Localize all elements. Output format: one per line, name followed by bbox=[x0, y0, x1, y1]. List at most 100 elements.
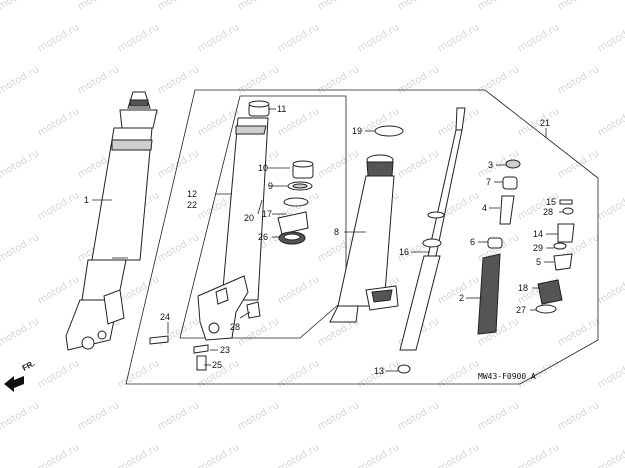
watermark-text: motod.ru bbox=[36, 442, 81, 468]
watermark-text: motod.ru bbox=[316, 0, 361, 13]
watermark-text: motod.ru bbox=[556, 400, 601, 432]
callout-2: 2 bbox=[459, 293, 464, 303]
watermark-text: motod.ru bbox=[276, 22, 321, 54]
watermark-text: motod.ru bbox=[116, 274, 161, 306]
watermark-text: motod.ru bbox=[0, 274, 1, 306]
callout-12: 12 bbox=[187, 189, 197, 199]
assembly-frame bbox=[125, 89, 599, 385]
watermark-text: motod.ru bbox=[516, 442, 561, 468]
fork-assembly-part bbox=[65, 91, 158, 351]
callout-15: 15 bbox=[546, 197, 556, 207]
watermark-text: motod.ru bbox=[316, 64, 361, 96]
watermark-text: motod.ru bbox=[0, 358, 1, 390]
arrow-icon bbox=[4, 376, 24, 392]
watermark-text: motod.ru bbox=[0, 106, 1, 138]
damper-rod-part bbox=[397, 107, 466, 374]
watermark-text: motod.ru bbox=[356, 442, 401, 468]
watermark-text: motod.ru bbox=[36, 190, 81, 222]
watermark-text: motod.ru bbox=[116, 22, 161, 54]
watermark-text: motod.ru bbox=[276, 442, 321, 468]
watermark-text: motod.ru bbox=[596, 190, 625, 222]
watermark-text: motod.ru bbox=[0, 400, 41, 432]
watermark-text: motod.ru bbox=[276, 358, 321, 390]
callout-19: 19 bbox=[352, 126, 362, 136]
bolt-parts bbox=[149, 301, 261, 371]
front-direction-indicator: FR. bbox=[4, 359, 36, 392]
watermark-text: motod.ru bbox=[236, 400, 281, 432]
callout-23: 23 bbox=[220, 345, 230, 355]
watermark-text: motod.ru bbox=[596, 106, 625, 138]
callout-10: 10 bbox=[258, 163, 268, 173]
watermark-text: motod.ru bbox=[356, 22, 401, 54]
watermark-text: motod.ru bbox=[596, 358, 625, 390]
callout-9: 9 bbox=[268, 181, 273, 191]
inner-tube-part bbox=[197, 117, 269, 341]
watermark-text: motod.ru bbox=[196, 106, 241, 138]
watermark-text: motod.ru bbox=[436, 22, 481, 54]
watermark-text: motod.ru bbox=[116, 358, 161, 390]
callout-28a: 28 bbox=[543, 207, 553, 217]
watermark-text: motod.ru bbox=[436, 358, 481, 390]
watermark-text: motod.ru bbox=[436, 442, 481, 468]
watermark-text: motod.ru bbox=[0, 316, 41, 348]
callout-8: 8 bbox=[334, 227, 339, 237]
callout-3: 3 bbox=[488, 160, 493, 170]
watermark-text: motod.ru bbox=[556, 316, 601, 348]
leader-lines bbox=[92, 108, 563, 372]
callout-13: 13 bbox=[374, 366, 384, 376]
watermark-text: motod.ru bbox=[36, 274, 81, 306]
callout-11: 11 bbox=[277, 104, 286, 114]
inner-frame bbox=[179, 95, 347, 339]
watermark-text: motod.ru bbox=[0, 22, 1, 54]
watermark-text: motod.ru bbox=[396, 400, 441, 432]
callout-16: 16 bbox=[399, 247, 409, 257]
watermark-text: motod.ru bbox=[516, 22, 561, 54]
watermark-text: motod.ru bbox=[0, 232, 41, 264]
direction-label: FR. bbox=[21, 359, 37, 373]
callout-24: 24 bbox=[160, 312, 170, 322]
watermark-text: motod.ru bbox=[196, 442, 241, 468]
callout-21: 21 bbox=[540, 118, 550, 128]
watermark-text: motod.ru bbox=[396, 148, 441, 180]
callout-7: 7 bbox=[486, 177, 491, 187]
watermark-text: motod.ru bbox=[236, 64, 281, 96]
watermark-text: motod.ru bbox=[0, 190, 1, 222]
watermark-text: motod.ru bbox=[556, 0, 601, 13]
watermark-text: motod.ru bbox=[316, 148, 361, 180]
diagram-code: MW43-F0900 A bbox=[478, 372, 536, 381]
callout-17: 17 bbox=[262, 209, 272, 219]
watermark-text: motod.ru bbox=[236, 0, 281, 13]
callout-26: 26 bbox=[258, 232, 268, 242]
bushing-stack-parts bbox=[248, 100, 314, 245]
watermark-text: motod.ru bbox=[76, 64, 121, 96]
watermark-text: motod.ru bbox=[156, 148, 201, 180]
outer-slider-part bbox=[329, 125, 404, 323]
callout-20: 20 bbox=[244, 213, 254, 223]
callout-5: 5 bbox=[536, 257, 541, 267]
watermark-text: motod.ru bbox=[0, 442, 1, 468]
watermark-text: motod.ru bbox=[0, 64, 41, 96]
callout-labels: 1 2 3 4 5 6 7 8 9 10 11 12 13 14 15 16 1… bbox=[84, 104, 556, 376]
watermark-text: motod.ru bbox=[396, 64, 441, 96]
watermark-text: motod.ru bbox=[236, 316, 281, 348]
callout-1: 1 bbox=[84, 195, 89, 205]
watermark-text: motod.ru bbox=[36, 106, 81, 138]
watermark-text: motod.ru bbox=[36, 358, 81, 390]
watermark-text: motod.ru bbox=[516, 106, 561, 138]
watermark-text: motod.ru bbox=[476, 64, 521, 96]
callout-22: 22 bbox=[187, 200, 197, 210]
watermark-text: motod.ru bbox=[156, 232, 201, 264]
callout-28b: 28 bbox=[230, 322, 240, 332]
callout-6: 6 bbox=[470, 237, 475, 247]
watermark-text: motod.ru bbox=[76, 400, 121, 432]
watermark-text: motod.ru bbox=[596, 274, 625, 306]
spring-and-cap-parts bbox=[477, 159, 575, 335]
callout-27: 27 bbox=[516, 305, 526, 315]
watermark-text: motod.ru bbox=[0, 148, 41, 180]
watermark-text: motod.ru bbox=[0, 0, 41, 13]
watermark-text: motod.ru bbox=[476, 400, 521, 432]
callout-4: 4 bbox=[482, 203, 487, 213]
watermark-text: motod.ru bbox=[596, 22, 625, 54]
watermark-text: motod.ru bbox=[36, 22, 81, 54]
